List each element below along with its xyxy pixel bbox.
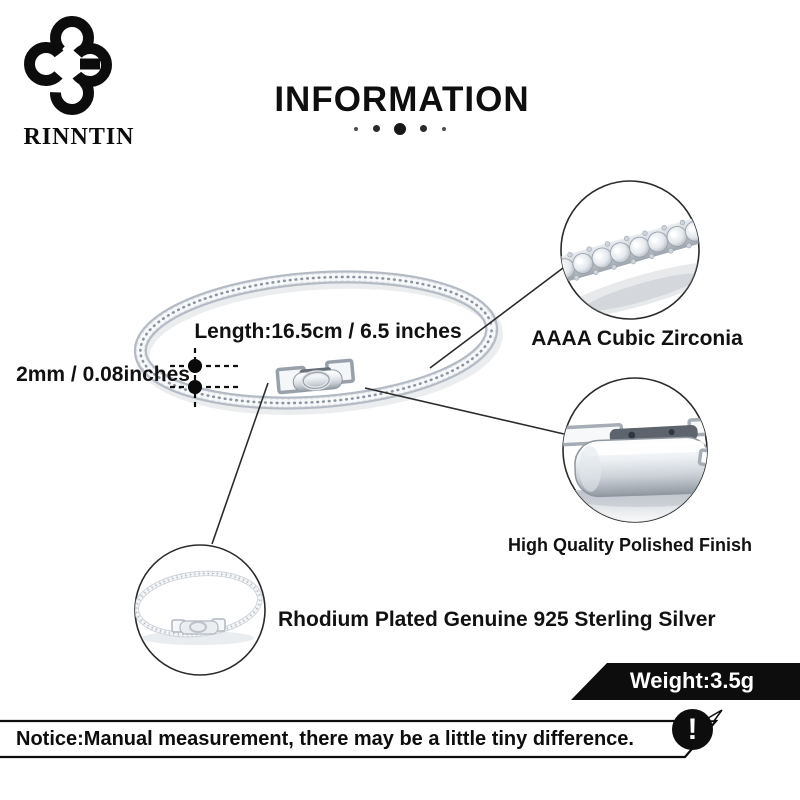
notice-text: Notice:Manual measurement, there may be … [16,728,634,750]
callout-circle-silver [134,544,266,676]
bracelet-clasp [275,358,355,395]
title-dot [441,126,446,131]
length-measure-label: Length:16.5cm / 6.5 inches [194,320,462,343]
leader-line-polish [364,387,565,435]
leader-line-zirconia [429,267,564,369]
weight-ribbon [571,663,800,700]
width-measure-label: 2mm / 0.08inches [16,363,190,386]
brand-logo-icon [24,16,112,115]
width-measure-marks [170,348,240,410]
leader-line-silver [211,382,269,545]
brand-name: RINNTIN [23,124,135,150]
width-measure-dot-top [188,359,202,373]
callout-circle-polish [562,377,708,523]
title-dot [394,122,406,135]
width-measure-dot-bottom [188,380,202,394]
title-dot [372,125,380,133]
exclamation-icon: ! [672,709,713,750]
bracelet-photo [133,270,503,415]
callout-label-polish: High Quality Polished Finish [507,535,753,555]
title-dot [420,125,428,133]
weight-label: Weight:3.5g [629,668,755,693]
callout-circle-zirconia [560,180,700,320]
callout-label-zirconia: AAAA Cubic Zirconia [531,327,743,350]
callout-label-silver: Rhodium Plated Genuine 925 Sterling Silv… [278,608,716,631]
leader-lines [211,267,565,545]
page-title: INFORMATION [274,80,530,119]
exclamation-glyph: ! [687,712,698,746]
title-dot [354,126,359,131]
notice-banner [0,719,719,759]
title-dots [300,122,500,136]
